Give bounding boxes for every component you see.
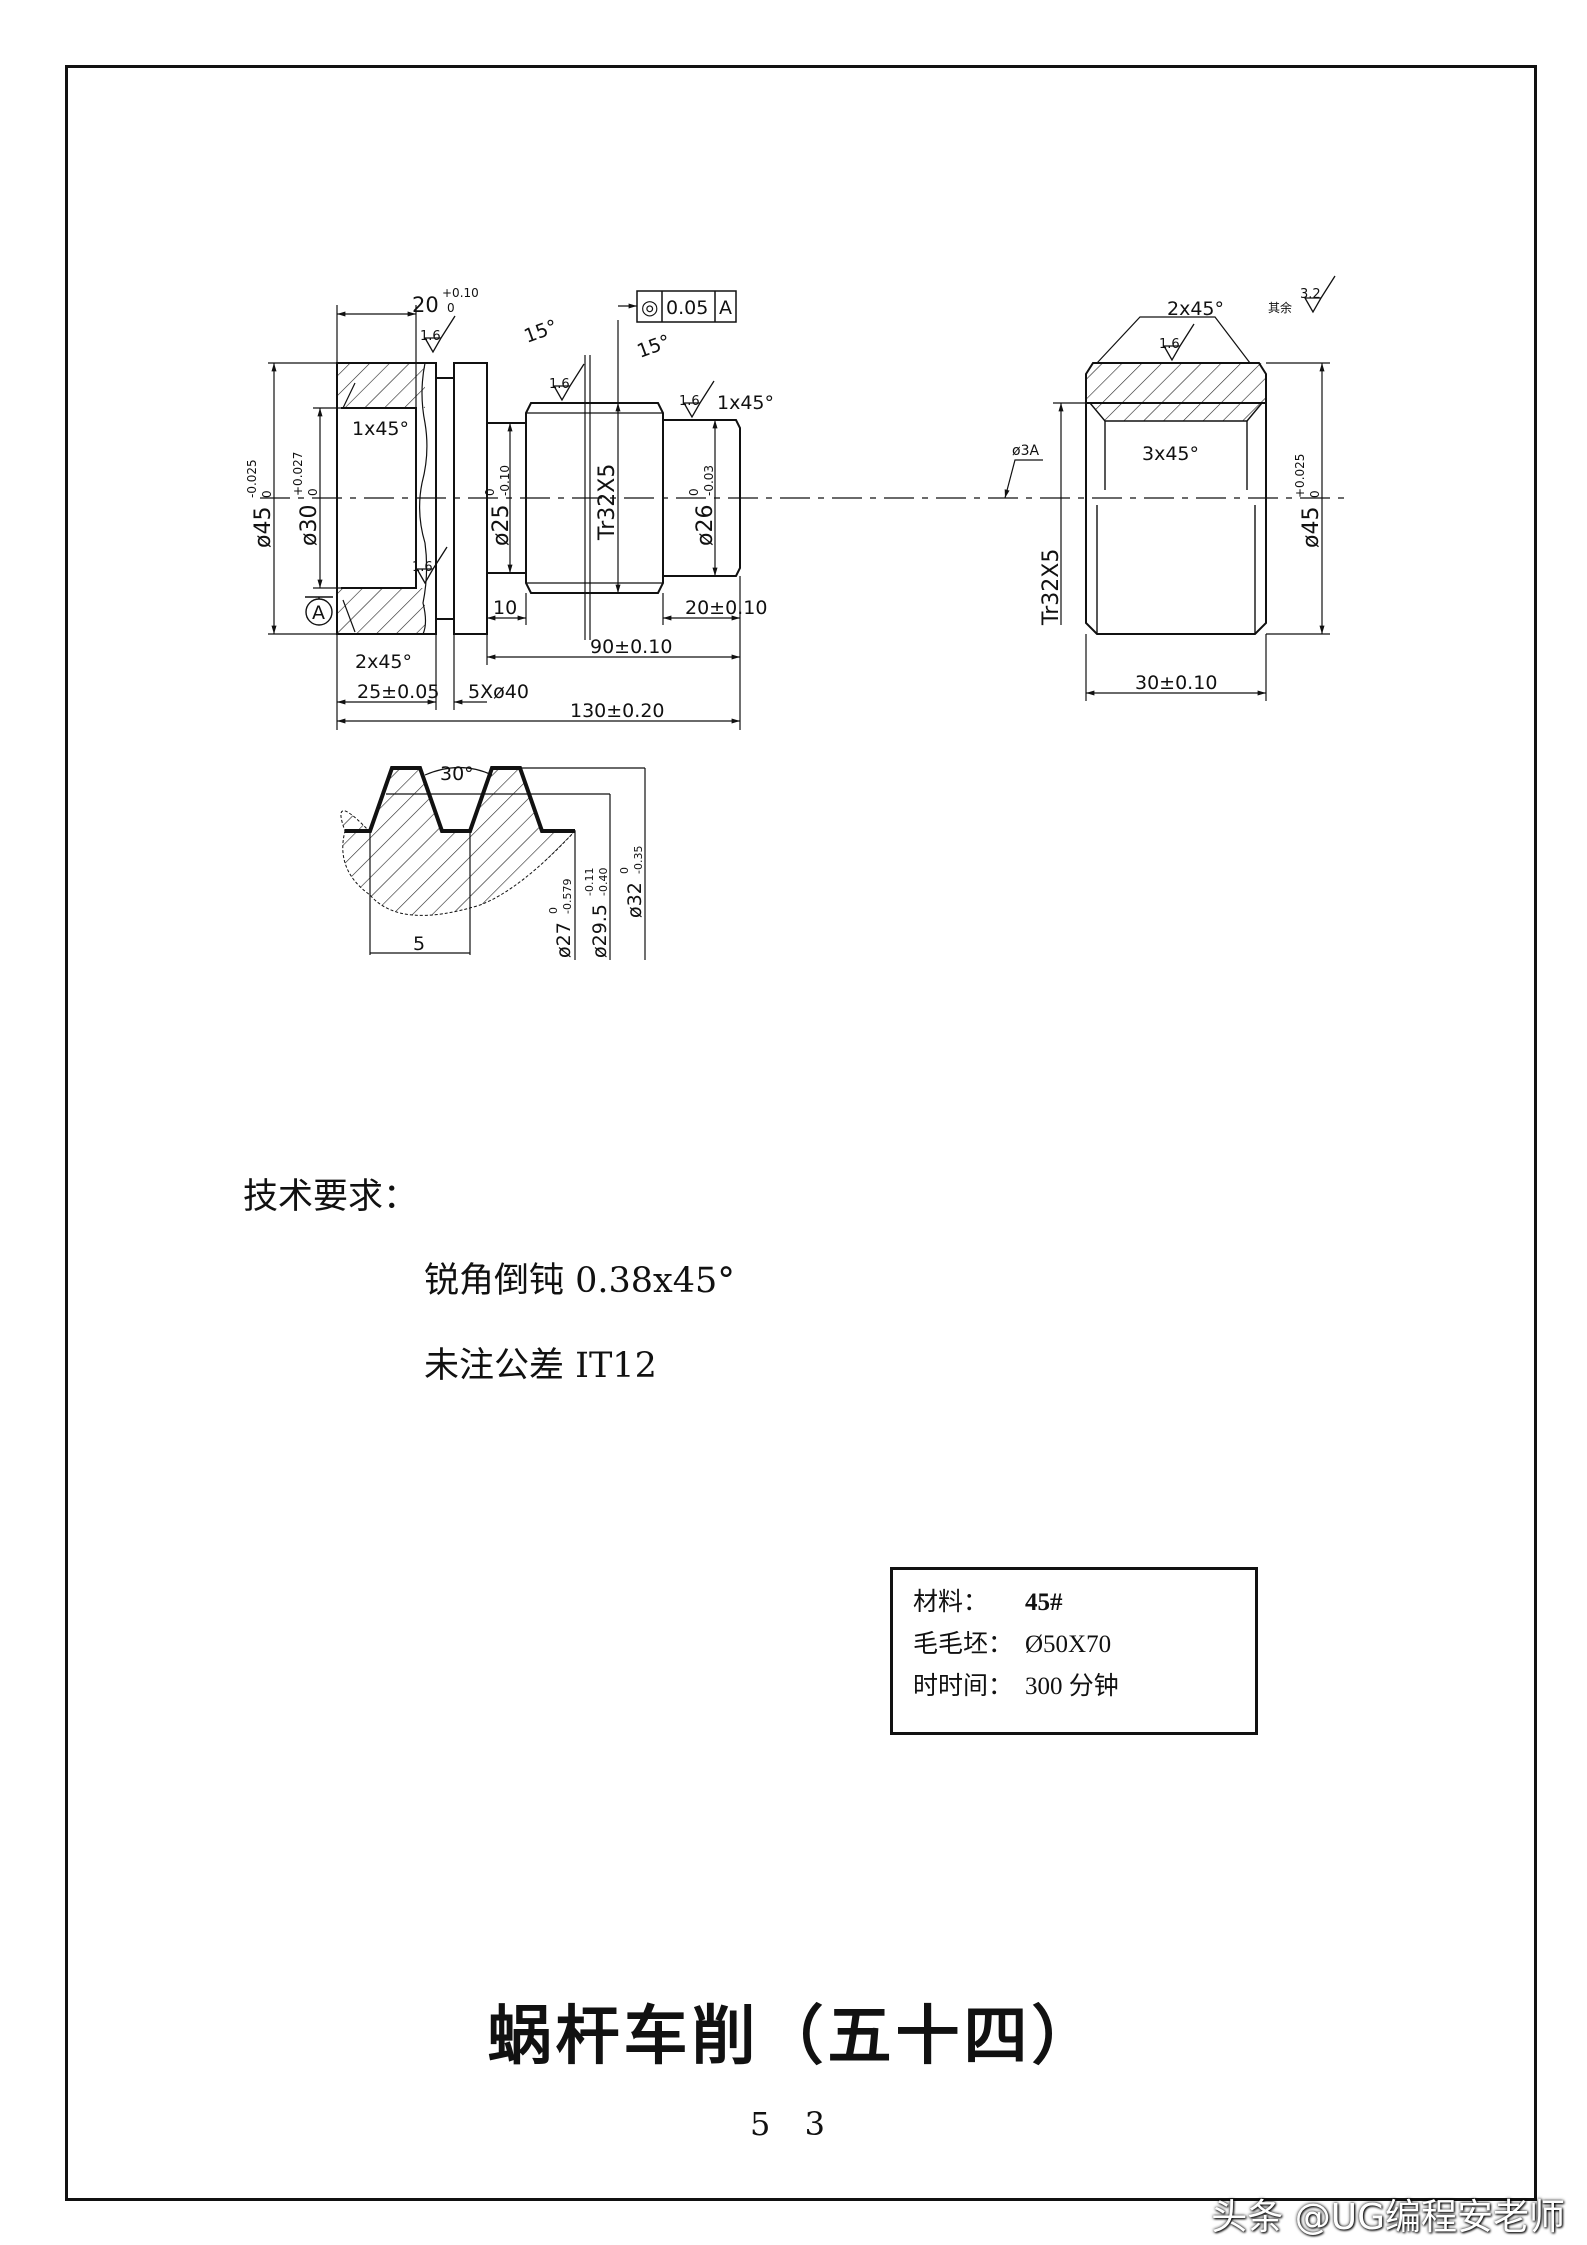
dim-tol: -0.40 [597,868,610,896]
dim-collar: 5Xø40 [468,681,529,703]
shaft-end [663,419,741,577]
dim-tol: 0 [618,867,631,874]
thread-profile-detail [340,766,646,960]
profile-pitch: 5 [413,933,425,955]
profile-pitch-dia: ø29.5 [589,904,611,958]
dim-tol: -0.579 [561,879,574,914]
roughness-value: 1.6 [1159,337,1180,352]
dim-tol: -0.03 [702,465,716,496]
dim-shaft-dia: ø26 [693,505,718,546]
dim-len-130: 130±0.20 [570,700,665,722]
profile-major-dia: ø32 [624,882,646,918]
spec-table: 材料： 45# 毛毛坯： Ø50X70 时时间： 300 分钟 [890,1567,1258,1735]
spec-row-material: 材料： 45# [913,1582,1063,1618]
spec-value: 300 分钟 [1025,1673,1119,1700]
chamfer-label: 2x45° [1167,298,1224,320]
dim-tol: -0.35 [632,846,645,874]
roughness-rest-value: 3.2 [1300,287,1321,302]
dim-len-30: 30±0.10 [1135,672,1217,694]
groove [436,377,454,620]
spec-value: Ø50X70 [1025,1631,1112,1658]
dim-tol: +0.027 [291,452,305,496]
chamfer-label: 1x45° [717,392,774,414]
spec-row-time: 时时间： 300 分钟 [913,1666,1119,1702]
dim-thread: Tr32X5 [595,464,620,541]
dim-len-90: 90±0.10 [590,636,672,658]
thread-section [525,355,664,640]
chamfer-label: 1x45° [352,418,409,440]
dim-tol: -0.025 [245,459,259,498]
dim-bore-dia: ø30 [297,505,322,546]
dim-len-25: 25±0.05 [357,681,439,703]
datum-label: A [312,602,325,624]
dim-len-10: 10 [493,597,517,619]
profile-root-dia: ø27 [553,922,575,958]
shaft-left-section [336,362,437,635]
tolerance-datum: A [719,297,732,319]
roughness-symbols [415,275,1336,585]
roughness-labels: 1.6 1.6 1.6 1.6 1.6 3.2 其余 [412,287,1321,575]
dim-od-left: ø45 [251,507,276,548]
roughness-rest-label: 其余 [1268,300,1292,315]
dim-len-20: 20±0.10 [685,597,767,619]
drawing-border [65,65,1537,2201]
dim-tol: 0 [306,488,320,496]
dim-tol: -0.11 [583,868,596,896]
requirements-title: 技术要求： [243,1177,419,1217]
tolerance-value: 0.05 [666,297,708,319]
angle-label: 15° [634,331,673,363]
dim-tol: 0 [260,490,274,498]
requirement-item: 锐角倒钝 0.38x45° [424,1261,735,1301]
roughness-value: 1.6 [549,377,570,392]
chamfer-label: 2x45° [355,651,412,673]
dim-tol: 0 [447,301,455,315]
dim-thread-right: Tr32X5 [1039,549,1064,626]
requirement-item: 未注公差 IT12 [424,1346,657,1386]
page-title: 蜗杆车削（五十四） [487,1999,1100,2074]
tolerance-frame [636,290,737,323]
dim-tol: -0.10 [498,465,512,496]
roughness-value: 1.6 [679,394,700,409]
dim-tol: 0 [687,488,701,496]
dim-bore-length: 20 [412,293,439,317]
center-hole-label: ø3A [1012,443,1039,459]
dim-od-right: ø45 [1299,507,1324,548]
spec-label: 材料： [913,1589,989,1616]
spec-value: 45# [1025,1589,1063,1616]
right-part-section [1085,316,1267,635]
angle-label: 15° [521,316,560,348]
neck [487,422,526,574]
spec-label: 毛毛坯： [913,1631,1014,1658]
collar [453,362,488,635]
profile-angle: 30° [440,763,474,785]
dim-tol: +0.10 [442,286,479,300]
dim-tol: 0 [483,488,497,496]
dim-neck-dia: ø25 [489,505,514,546]
roughness-value: 1.6 [412,560,433,575]
page-number: 5 3 [750,2105,837,2143]
tolerance-symbol: ◎ [641,295,658,319]
dim-tol: 0 [1308,490,1322,498]
dim-tol: 0 [547,907,560,914]
roughness-value: 1.6 [420,329,441,344]
spec-label: 时时间： [913,1673,1014,1700]
dim-tol: +0.025 [1293,454,1307,498]
spec-row-blank: 毛毛坯： Ø50X70 [913,1624,1111,1660]
chamfer-label: 3x45° [1142,443,1199,465]
watermark: 头条 @UG编程安老师 [1211,2197,1565,2238]
